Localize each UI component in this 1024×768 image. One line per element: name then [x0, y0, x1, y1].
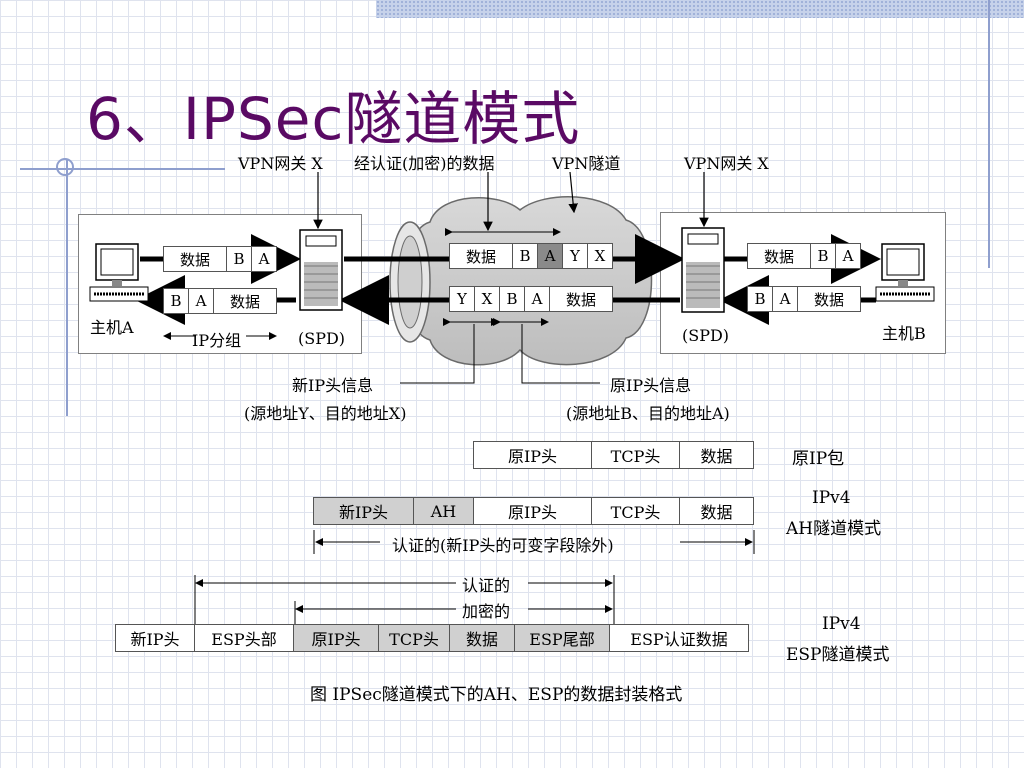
- decorative-left-line: [66, 160, 68, 416]
- esp-label-line1: IPv4: [822, 614, 861, 634]
- gateway-left-label: VPN网关 X: [238, 154, 323, 173]
- esp-encrypted-label: 加密的: [462, 602, 511, 621]
- format-field: 新IP头: [115, 624, 195, 652]
- packet-tunnel-outgoing: 数据 B A Y X: [449, 243, 613, 269]
- ah-tunnel-format: 新IP头 AH 原IP头 TCP头 数据: [313, 497, 754, 525]
- format-field: ESP尾部: [514, 624, 610, 652]
- decorative-vertical-line: [988, 0, 990, 268]
- packet-field: B: [499, 286, 525, 312]
- leader-orig-ip-header: [521, 324, 600, 384]
- packet-field: B: [747, 286, 773, 312]
- ah-label-line1: IPv4: [812, 488, 851, 508]
- original-packet-format: 原IP头 TCP头 数据: [473, 441, 754, 469]
- orig-ip-header-addr-label: (源地址B、目的地址A): [566, 404, 730, 423]
- packet-field: 数据: [747, 243, 811, 269]
- format-field: 原IP头: [473, 497, 592, 525]
- gateway-right-server-icon: [681, 227, 725, 313]
- original-packet-label: 原IP包: [792, 449, 845, 469]
- esp-label-line2: ESP隧道模式: [786, 645, 890, 665]
- format-field: AH: [413, 497, 474, 525]
- format-field: 数据: [679, 497, 754, 525]
- packet-field: 数据: [163, 246, 227, 272]
- leader-new-ip-header: [400, 324, 475, 384]
- ip-group-label: IP分组: [192, 331, 242, 350]
- format-field: ESP头部: [194, 624, 294, 652]
- host-b-computer-icon: [875, 243, 935, 302]
- packet-field: A: [251, 246, 277, 272]
- authenticated-data-label: 经认证(加密)的数据: [354, 154, 495, 173]
- packet-field: 数据: [213, 288, 277, 314]
- format-field: 原IP头: [473, 441, 592, 469]
- slide-title: 6、IPSec隧道模式: [86, 85, 581, 153]
- packet-field: A: [835, 243, 861, 269]
- host-a-label: 主机A: [90, 318, 134, 337]
- packet-field: X: [474, 286, 500, 312]
- packet-host-b-incoming: 数据 B A: [747, 243, 861, 269]
- ah-span-note: 认证的(新IP头的可变字段除外): [392, 536, 614, 555]
- format-field: TCP头: [591, 441, 680, 469]
- packet-field: 数据: [549, 286, 613, 312]
- packet-field: Y: [449, 286, 475, 312]
- format-field: TCP头: [591, 497, 680, 525]
- packet-host-a-incoming: B A 数据: [163, 288, 277, 314]
- vpn-tunnel-label: VPN隧道: [552, 154, 621, 173]
- packet-field: B: [810, 243, 836, 269]
- new-ip-header-addr-label: (源地址Y、目的地址X): [244, 404, 407, 423]
- decorative-band: [376, 0, 1024, 18]
- packet-field: A: [524, 286, 550, 312]
- packet-field: A: [772, 286, 798, 312]
- ah-label-line2: AH隧道模式: [786, 519, 882, 539]
- host-b-label: 主机B: [882, 324, 926, 343]
- pointer-vpn-tunnel: [568, 171, 578, 214]
- gateway-right-label: VPN网关 X: [684, 154, 769, 173]
- vpn-tunnel-cloud: [389, 195, 653, 366]
- figure-caption: 图 IPSec隧道模式下的AH、ESP的数据封装格式: [310, 685, 683, 705]
- host-a-computer-icon: [89, 243, 149, 302]
- packet-field: X: [587, 243, 613, 269]
- packet-field: B: [512, 243, 538, 269]
- decorative-circle-icon: [56, 158, 74, 176]
- spd-left-label: (SPD): [298, 329, 346, 348]
- format-field: ESP认证数据: [609, 624, 749, 652]
- packet-tunnel-incoming: Y X B A 数据: [449, 286, 613, 312]
- packet-field: B: [163, 288, 189, 314]
- packet-field: A: [188, 288, 214, 314]
- esp-authenticated-label: 认证的: [462, 576, 511, 595]
- format-field: 数据: [679, 441, 754, 469]
- format-field: 原IP头: [293, 624, 379, 652]
- orig-ip-header-info-label: 原IP头信息: [610, 376, 692, 395]
- packet-field: B: [226, 246, 252, 272]
- gateway-left-server-icon: [299, 229, 343, 311]
- packet-host-a-outgoing: 数据 B A: [163, 246, 277, 272]
- packet-field: 数据: [449, 243, 513, 269]
- spd-right-label: (SPD): [682, 326, 730, 345]
- decorative-horizontal-line: [20, 168, 225, 170]
- packet-field: A: [537, 243, 563, 269]
- esp-tunnel-format: 新IP头 ESP头部 原IP头 TCP头 数据 ESP尾部 ESP认证数据: [115, 624, 749, 652]
- packet-field: Y: [562, 243, 588, 269]
- format-field: 数据: [449, 624, 515, 652]
- packet-host-b-outgoing: B A 数据: [747, 286, 861, 312]
- format-field: TCP头: [378, 624, 450, 652]
- new-ip-header-info-label: 新IP头信息: [292, 376, 374, 395]
- packet-field: 数据: [797, 286, 861, 312]
- format-field: 新IP头: [313, 497, 414, 525]
